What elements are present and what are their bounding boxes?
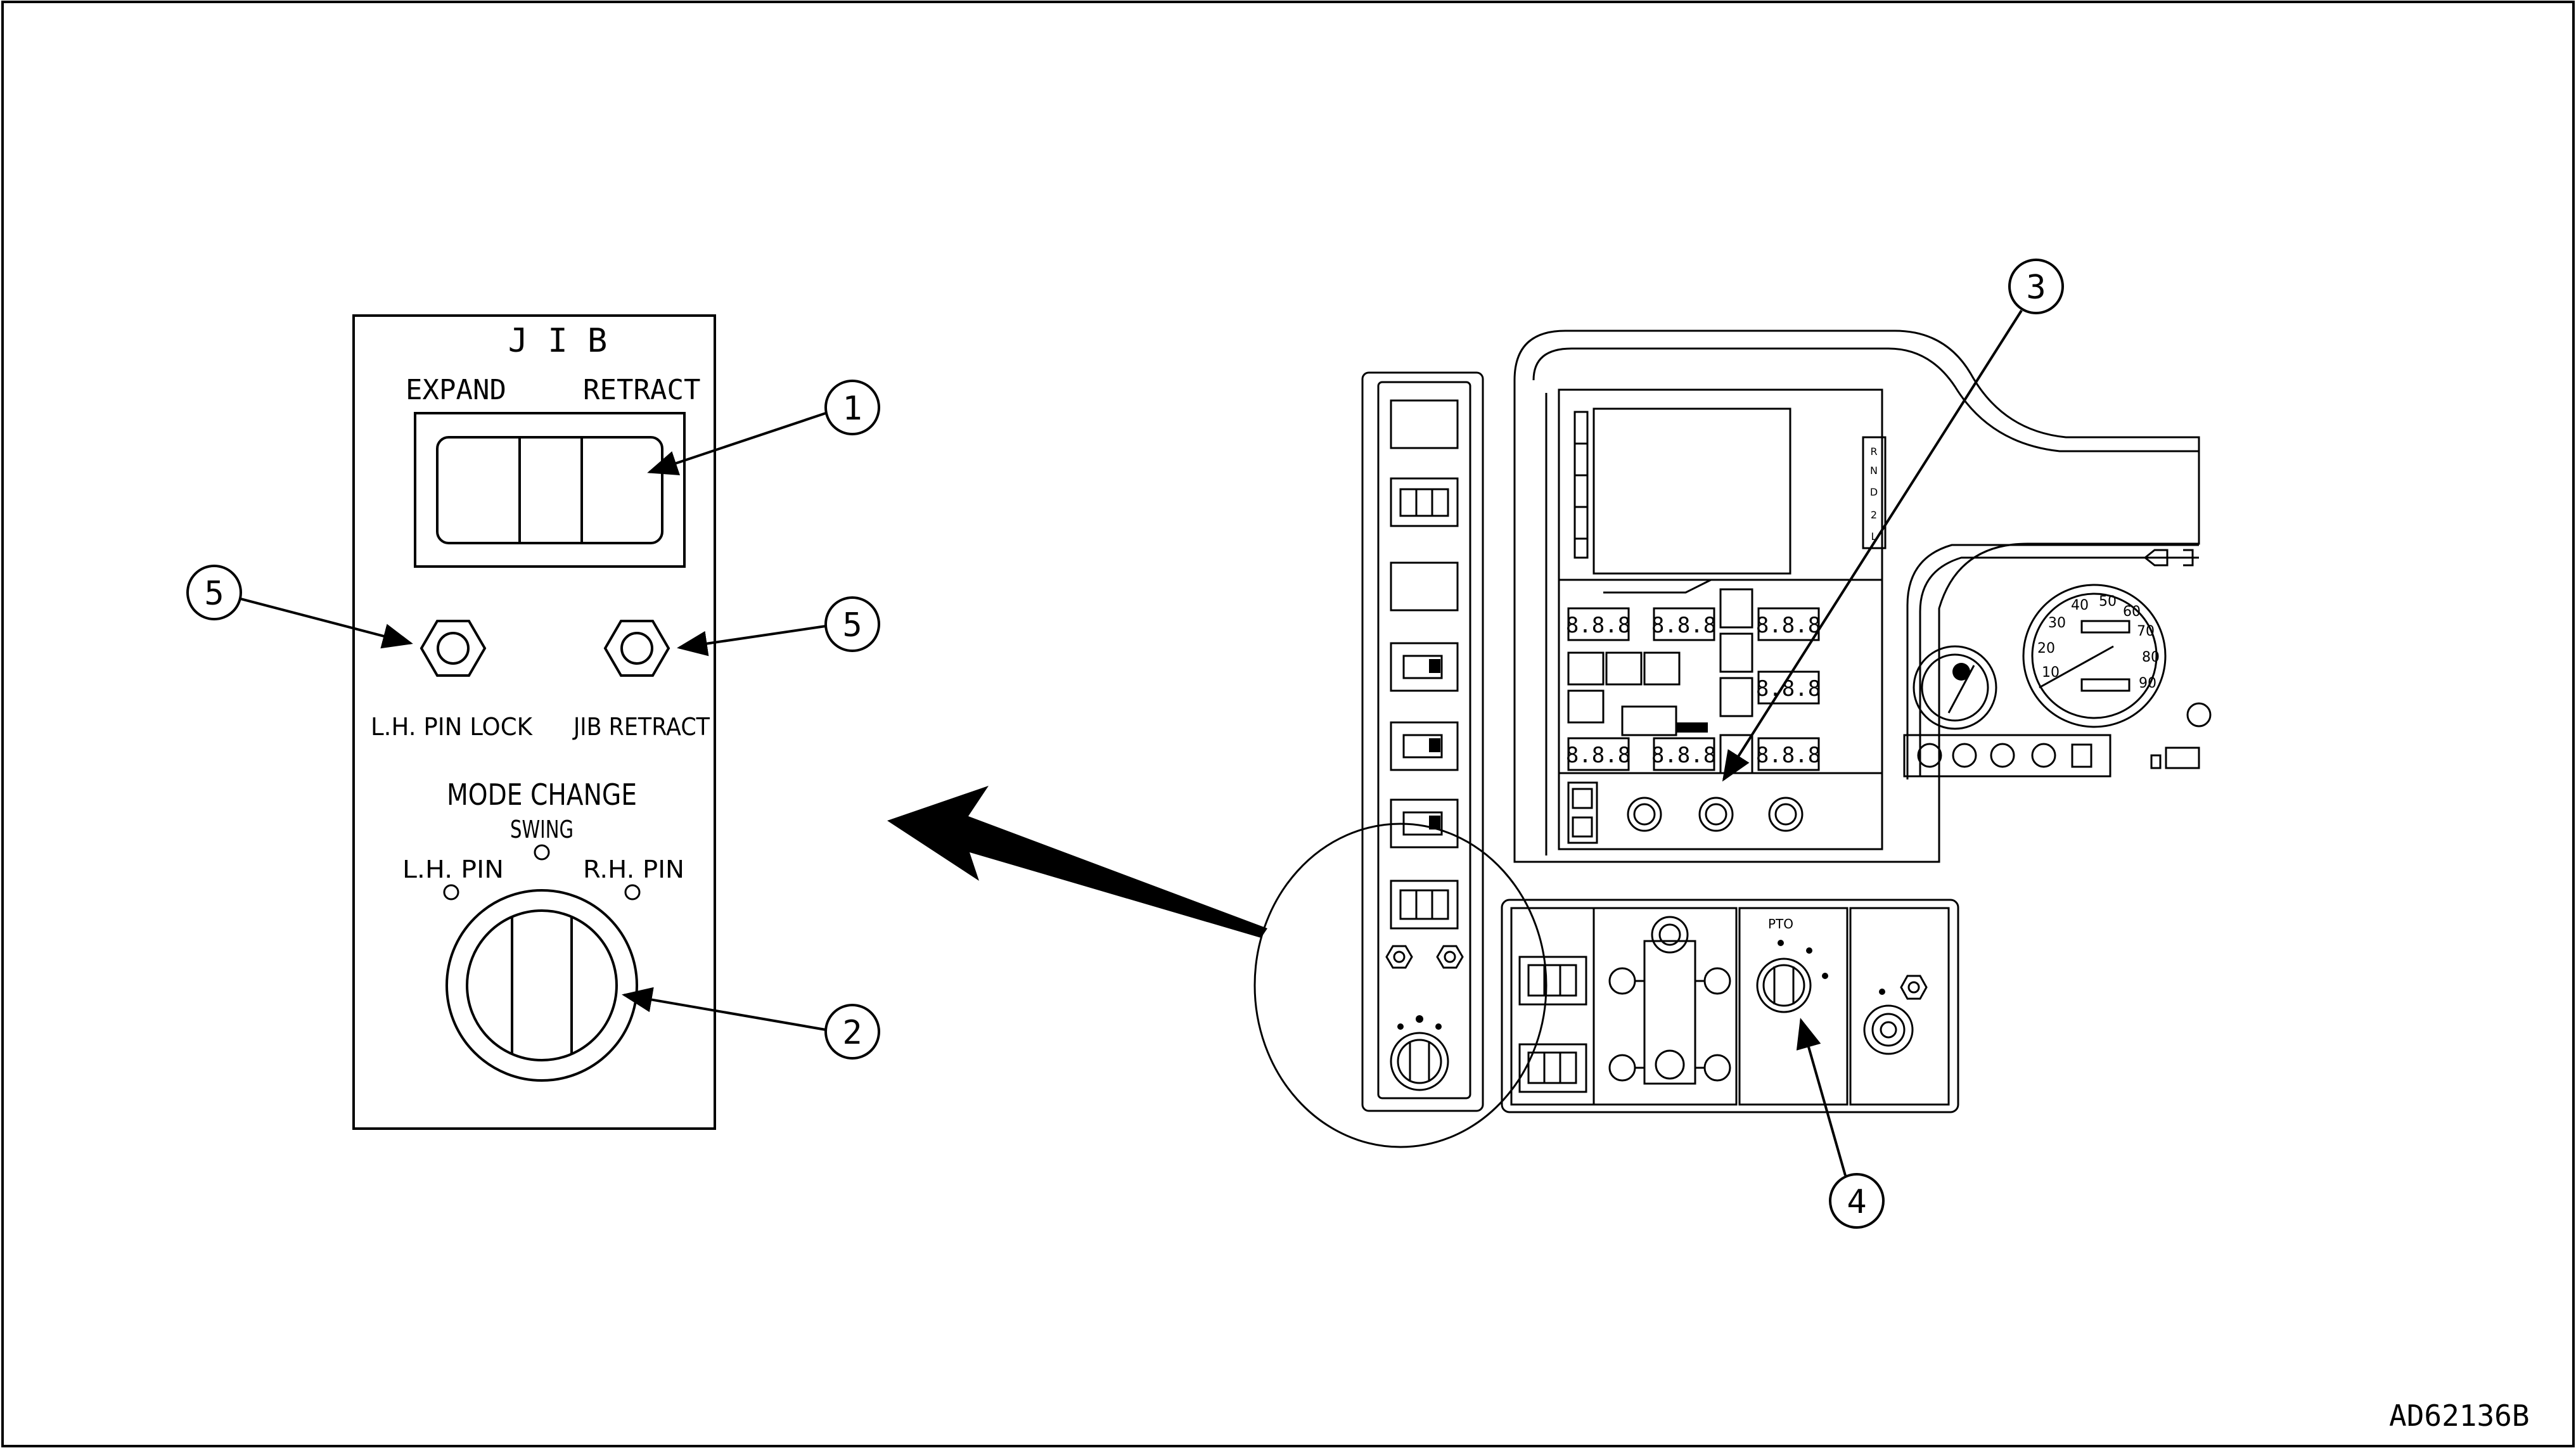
lower-switch-panel — [1501, 899, 1959, 1113]
svg-text:40: 40 — [2071, 598, 2089, 613]
callout-3: 3 — [1722, 259, 2064, 782]
callout-4: 4 — [1796, 1018, 1885, 1229]
jib-panel-outline — [352, 314, 716, 1130]
svg-text:2: 2 — [1871, 509, 1877, 521]
warning-lights-strip — [1903, 734, 2111, 778]
jib-retract-button[interactable] — [603, 620, 670, 677]
svg-text:8.8.8: 8.8.8 — [1756, 743, 1821, 768]
svg-text:70: 70 — [2137, 624, 2155, 639]
mode-change-selector-knob[interactable] — [445, 889, 638, 1082]
svg-text:D: D — [1870, 486, 1878, 498]
svg-text:3: 3 — [2026, 269, 2046, 307]
svg-text:8.8.8: 8.8.8 — [1566, 613, 1631, 638]
jib-retract-label: JIB RETRACT — [572, 713, 710, 741]
callout-5-right: 5 — [677, 596, 880, 657]
svg-text:80: 80 — [2142, 650, 2160, 665]
gear-selector — [1862, 436, 1887, 549]
rh-pin-indicator — [624, 884, 641, 900]
svg-text:5: 5 — [204, 575, 224, 613]
lh-pin-indicator — [443, 884, 459, 900]
jib-title: J I B — [508, 322, 608, 360]
svg-text:30: 30 — [2048, 615, 2066, 631]
svg-text:50: 50 — [2099, 594, 2117, 610]
mode-change-label: MODE CHANGE — [447, 778, 637, 812]
svg-text:20: 20 — [2037, 641, 2055, 657]
callout-2: 2 — [622, 987, 880, 1060]
svg-text:90: 90 — [2139, 676, 2156, 691]
swing-label: SWING — [510, 816, 574, 843]
swing-indicator — [534, 844, 550, 861]
svg-text:N: N — [1870, 465, 1878, 477]
round-button-b — [1698, 797, 1734, 832]
jib-rocker-switch[interactable] — [414, 412, 686, 568]
fuel-gauge — [1913, 645, 1997, 730]
svg-text:8.8.8: 8.8.8 — [1651, 613, 1716, 638]
speedometer: 10 20 30 40 50 60 70 80 90 — [2022, 584, 2167, 728]
expand-label: EXPAND — [406, 374, 506, 406]
jib-control-panel: J I B EXPAND RETRACT L.H. PIN LOCK JIB R… — [352, 314, 716, 1130]
figure-id: AD62136B — [2389, 1399, 2530, 1433]
round-button-c — [1768, 797, 1804, 832]
enlarge-view-arrow — [887, 786, 1267, 938]
detail-magnify-circle — [1253, 823, 1548, 1148]
svg-text:60: 60 — [2123, 604, 2141, 620]
svg-text:8.8.8: 8.8.8 — [1566, 743, 1631, 768]
svg-text:4: 4 — [1847, 1183, 1866, 1221]
round-button-a — [1627, 797, 1662, 832]
retract-label: RETRACT — [583, 374, 700, 406]
lh-pin-label: L.H. PIN — [402, 855, 504, 883]
rh-pin-label: R.H. PIN — [583, 855, 684, 883]
pto-switch[interactable] — [1756, 958, 1812, 1013]
svg-text:R: R — [1870, 445, 1877, 458]
dashboard-overview: R N D 2 L 8.8.8 8.8.8 8.8.8 8.8.8 8.8.8 … — [1253, 330, 2212, 1148]
left-switch-column — [1361, 371, 1484, 1112]
lh-pin-lock-label: L.H. PIN LOCK — [371, 713, 533, 741]
svg-text:2: 2 — [842, 1014, 862, 1052]
svg-text:8.8.8: 8.8.8 — [1756, 613, 1821, 638]
callout-5-left: 5 — [186, 565, 413, 649]
svg-text:8.8.8: 8.8.8 — [1756, 676, 1821, 702]
svg-text:5: 5 — [842, 606, 862, 644]
svg-text:1: 1 — [842, 390, 862, 428]
lh-pin-lock-button[interactable] — [420, 620, 487, 677]
svg-text:8.8.8: 8.8.8 — [1651, 743, 1716, 768]
pto-label: PTO — [1768, 916, 1793, 932]
callout-1: 1 — [647, 380, 880, 476]
svg-text:L: L — [1871, 530, 1877, 542]
